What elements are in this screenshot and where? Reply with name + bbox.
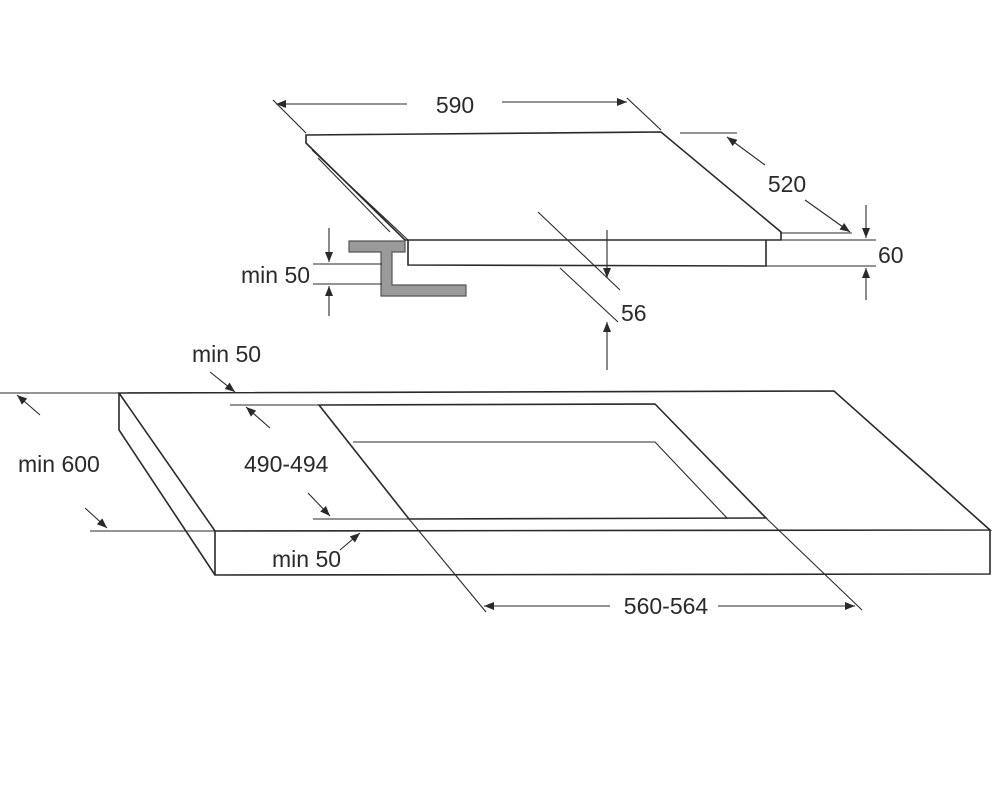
label-56: 56: [621, 300, 647, 326]
cutout-inner-edge: [353, 441, 728, 519]
dim-min50-side: min 50: [241, 228, 382, 316]
label-520: 520: [768, 171, 806, 197]
worktop-front-face: [214, 530, 991, 576]
hob-glass-edge: [305, 142, 409, 241]
dim-height-60: 60: [766, 205, 904, 300]
hob-body-side: [317, 157, 391, 233]
label-490-494: 490-494: [244, 451, 329, 477]
dim-min50-top: min 50: [192, 341, 261, 393]
dim-56: 56: [537, 211, 647, 370]
dim-min50-front: min 50: [272, 532, 361, 572]
label-min50-front: min 50: [272, 546, 341, 572]
dim-min600: min 600: [0, 392, 215, 532]
dim-depth-520: 520: [680, 132, 852, 234]
mounting-bracket: [348, 240, 467, 297]
dim-cutout-depth: 490-494: [230, 404, 409, 520]
label-min600: min 600: [18, 451, 100, 477]
label-590: 590: [436, 92, 474, 118]
hob-glass-top: [305, 131, 782, 241]
label-560-564: 560-564: [624, 593, 709, 619]
label-min50-top: min 50: [192, 341, 261, 367]
dim-cutout-width: 560-564: [408, 517, 863, 619]
label-min50-side: min 50: [241, 262, 310, 288]
dim-width-590: 590: [272, 92, 662, 134]
hob-body: [407, 240, 767, 267]
worktop-cutout: [317, 403, 768, 520]
worktop: [117, 390, 993, 576]
worktop-left-face: [118, 393, 216, 576]
label-60: 60: [878, 242, 904, 268]
